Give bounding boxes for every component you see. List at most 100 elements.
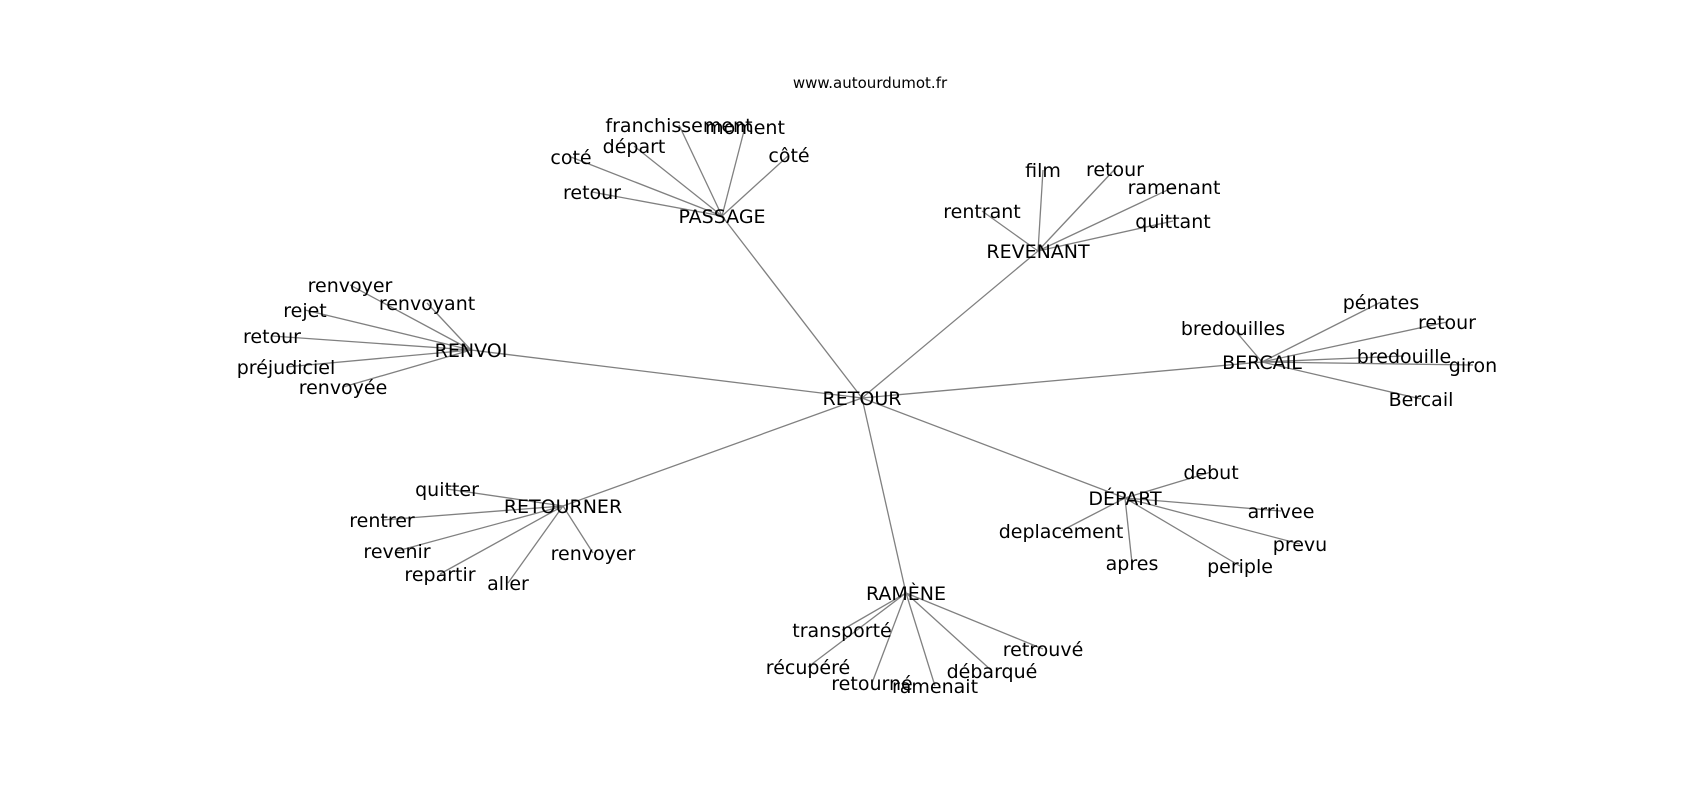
leaf-node-label: retour xyxy=(563,182,621,204)
edge-hub-leaf xyxy=(285,349,472,368)
edge-hub-leaf xyxy=(1124,471,1212,499)
leaf-node-label: retour xyxy=(1086,159,1144,181)
leaf-node-label: deplacement xyxy=(999,521,1124,543)
edge-hub-leaf xyxy=(1037,220,1174,252)
leaf-node-label: apres xyxy=(1106,553,1159,575)
edge-hub-leaf xyxy=(1124,497,1301,545)
edge-hub-leaf xyxy=(678,124,723,217)
center-node-label: RETOUR xyxy=(823,388,902,410)
edge-hub-leaf xyxy=(633,145,723,217)
leaf-node-label: revenir xyxy=(363,541,430,563)
leaf-node-label: franchissement xyxy=(605,115,752,137)
leaf-node-label: retourné xyxy=(831,673,912,695)
leaf-node-label: renvoyer xyxy=(551,543,636,565)
leaf-node-label: renvoyée xyxy=(299,377,388,399)
leaf-node-label: coté xyxy=(550,147,591,169)
edge-hub-leaf xyxy=(905,592,936,687)
leaf-node-label: pénates xyxy=(1343,292,1419,314)
hub-node-label: RAMÈNE xyxy=(866,582,946,605)
edge-hub-leaf xyxy=(439,505,564,575)
edge-center-hub xyxy=(470,349,863,399)
edge-hub-leaf xyxy=(905,592,993,672)
leaf-node-label: ramenait xyxy=(892,676,978,698)
edge-hub-leaf xyxy=(271,335,472,351)
edge-hub-leaf xyxy=(721,126,746,217)
edge-hub-leaf xyxy=(507,505,564,584)
leaf-node-label: quittant xyxy=(1135,211,1210,233)
leaf-node-label: debut xyxy=(1183,462,1238,484)
edge-hub-leaf xyxy=(381,505,564,521)
leaf-node-label: renvoyer xyxy=(308,275,393,297)
edge-hub-leaf xyxy=(1037,186,1175,252)
edge-hub-leaf xyxy=(426,302,472,351)
edge-center-hub xyxy=(721,215,863,399)
leaf-node-label: giron xyxy=(1449,355,1497,377)
leaf-node-label: ramenant xyxy=(1128,177,1221,199)
edge-hub-leaf xyxy=(1124,497,1282,512)
leaf-node-label: prevu xyxy=(1273,534,1327,556)
leaf-node-label: transporté xyxy=(792,620,891,642)
edge-center-hub xyxy=(861,361,1263,399)
edge-hub-leaf xyxy=(905,592,1044,650)
edge-hub-leaf xyxy=(396,505,564,552)
leaf-node-label: récupéré xyxy=(766,657,850,679)
edge-hub-leaf xyxy=(1124,497,1241,567)
hub-node-label: RETOURNER xyxy=(504,496,622,518)
leaf-node-label: côté xyxy=(768,145,809,167)
edge-hub-leaf xyxy=(1261,301,1382,363)
edge-hub-leaf xyxy=(807,592,907,668)
edge-hub-leaf xyxy=(591,191,723,217)
leaf-node-label: moment xyxy=(705,117,785,139)
leaf-node-label: bredouilles xyxy=(1181,318,1285,340)
leaf-node-label: film xyxy=(1025,160,1061,182)
edge-hub-leaf xyxy=(1232,327,1263,363)
edge-hub-leaf xyxy=(562,505,594,554)
leaf-node-label: retrouvé xyxy=(1003,639,1084,661)
edge-hub-leaf xyxy=(1261,321,1448,363)
leaf-node-label: aller xyxy=(487,573,529,595)
hub-node-label: REVENANT xyxy=(986,241,1090,263)
leaf-node-label: arrivee xyxy=(1248,501,1315,523)
site-watermark: www.autourdumot.fr xyxy=(793,74,948,92)
edge-hub-leaf xyxy=(1261,361,1474,366)
edge-hub-leaf xyxy=(342,349,472,388)
edge-center-hub xyxy=(562,397,863,507)
edge-hub-leaf xyxy=(1037,169,1044,252)
edge-hub-leaf xyxy=(841,592,907,631)
hub-node-label: BERCAIL xyxy=(1222,352,1302,374)
edge-hub-leaf xyxy=(981,210,1039,252)
edge-hub-leaf xyxy=(721,154,790,217)
edge-center-hub xyxy=(861,250,1039,399)
hub-node-label: DÉPART xyxy=(1088,487,1162,510)
edge-hub-leaf xyxy=(349,284,472,351)
edges-layer xyxy=(271,124,1474,687)
leaf-node-label: rentrant xyxy=(943,201,1021,223)
hub-node-label: RENVOI xyxy=(435,340,508,362)
leaf-node-label: départ xyxy=(603,136,666,158)
leaf-node-label: débarqué xyxy=(947,661,1038,683)
edge-center-hub xyxy=(861,397,1126,499)
edge-center-hub xyxy=(861,397,907,594)
hub-node-label: PASSAGE xyxy=(678,206,765,228)
edge-hub-leaf xyxy=(570,156,723,217)
edge-hub-leaf xyxy=(1037,168,1116,252)
leaf-node-label: préjudiciel xyxy=(237,357,336,379)
leaf-node-label: periple xyxy=(1207,556,1273,578)
leaf-node-label: repartir xyxy=(404,564,475,586)
leaf-node-label: renvoyant xyxy=(379,293,475,315)
leaf-node-label: quitter xyxy=(415,479,479,501)
leaf-node-label: retour xyxy=(243,326,301,348)
edge-hub-leaf xyxy=(304,309,472,351)
edge-hub-leaf xyxy=(871,592,907,684)
leaf-node-label: retour xyxy=(1418,312,1476,334)
edge-hub-leaf xyxy=(446,488,564,507)
leaf-node-label: Bercail xyxy=(1389,389,1454,411)
edge-hub-leaf xyxy=(1261,361,1422,400)
edge-hub-leaf xyxy=(1261,355,1405,363)
edge-hub-leaf xyxy=(1124,497,1133,564)
leaf-node-label: rentrer xyxy=(349,510,415,532)
leaf-node-label: bredouille xyxy=(1357,346,1451,368)
edge-hub-leaf xyxy=(1060,497,1126,532)
